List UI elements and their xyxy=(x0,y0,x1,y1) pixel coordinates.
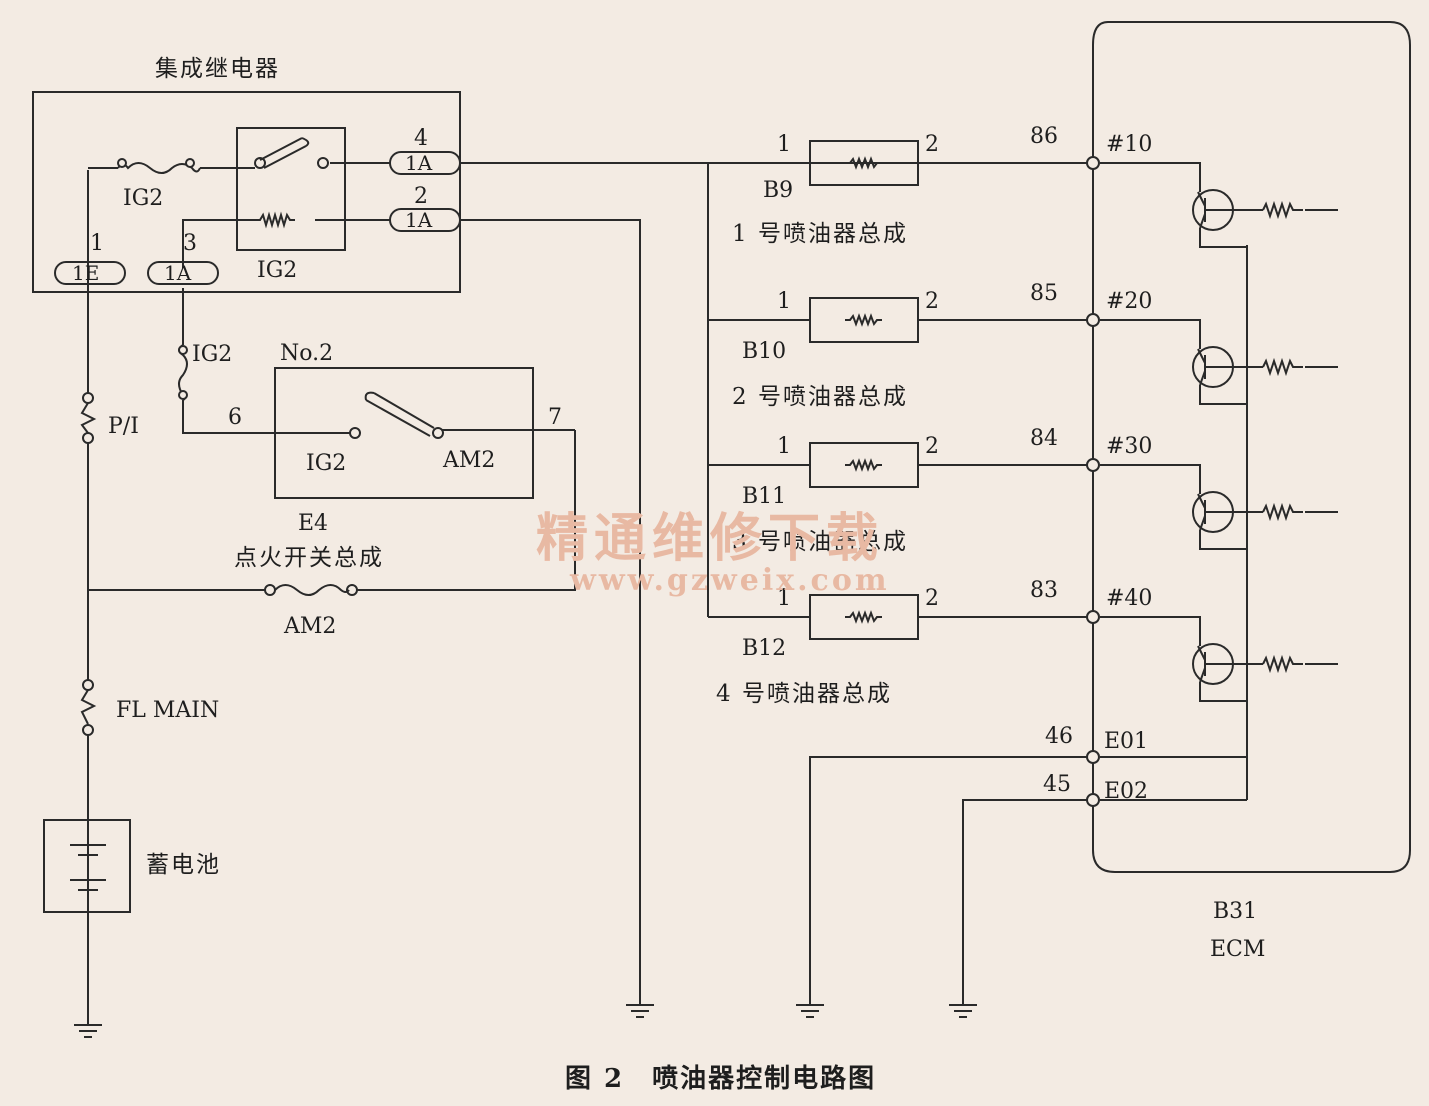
connector-1-label: 1E xyxy=(72,261,99,285)
connector-3 xyxy=(147,261,219,285)
injector-name: 3 号喷油器总成 xyxy=(732,529,908,555)
ecm-ground-2-terminal: E02 xyxy=(1104,779,1148,804)
ecm-node xyxy=(1086,313,1100,327)
injector-pin-right: 2 xyxy=(925,586,939,611)
figure-caption: 图 2 喷油器控制电路图 xyxy=(565,1063,876,1094)
ecm-injector-terminal: #40 xyxy=(1106,586,1152,611)
switch-top-label: No.2 xyxy=(280,341,333,366)
connector-4-label: 1A xyxy=(405,151,433,175)
injector-id: B11 xyxy=(742,484,786,509)
ground-e02 xyxy=(949,1004,977,1018)
injector-pin-right: 2 xyxy=(925,289,939,314)
ig2-relay-fuse xyxy=(117,162,201,174)
relay-pin-1: 1 xyxy=(90,231,104,256)
switch-pin-6: 6 xyxy=(228,405,242,430)
battery-label: 蓄电池 xyxy=(146,852,221,878)
ecm-ground-1-terminal: E01 xyxy=(1104,729,1148,754)
relay-fuse-label: IG2 xyxy=(123,186,163,211)
injector-coil xyxy=(845,156,882,170)
injector-id: B12 xyxy=(742,636,786,661)
fl-main-fuse xyxy=(80,689,97,725)
ecm-node-e01 xyxy=(1086,750,1100,764)
relay-pin-4: 4 xyxy=(414,126,428,151)
relay-coil-label: IG2 xyxy=(257,258,297,283)
relay-coil xyxy=(255,211,295,229)
ecm-node xyxy=(1086,458,1100,472)
injector-body xyxy=(809,594,919,640)
switch-name: 点火开关总成 xyxy=(234,545,384,571)
injector-pin-right: 2 xyxy=(925,132,939,157)
ecm-box xyxy=(1092,21,1411,873)
relay-pin-2: 2 xyxy=(414,184,428,209)
ignition-switch-box xyxy=(274,367,534,499)
relay-pin-3: 3 xyxy=(183,231,197,256)
injector-coil xyxy=(845,313,882,327)
injector-pin-left: 1 xyxy=(777,289,791,314)
ecm-injector-terminal: #30 xyxy=(1106,434,1152,459)
injector-body xyxy=(809,297,919,343)
ecm-injector-pin: 84 xyxy=(1030,426,1058,451)
injector-coil xyxy=(845,458,882,472)
injector-pin-left: 1 xyxy=(777,132,791,157)
ecm-injector-terminal: #20 xyxy=(1106,289,1152,314)
ecm-id: B31 xyxy=(1213,899,1257,924)
watermark-url: www.gzweix.com xyxy=(569,563,890,598)
connector-1 xyxy=(54,261,126,285)
injector-pin-right: 2 xyxy=(925,434,939,459)
switch-ig2-label: IG2 xyxy=(306,451,346,476)
ecm-injector-pin: 86 xyxy=(1030,124,1058,149)
am2-fuse-label: AM2 xyxy=(283,614,336,639)
ground-e01 xyxy=(796,1004,824,1018)
injector-row-1: 1 2B9 1 号喷油器总成 86 #10 xyxy=(732,124,1338,248)
ecm-injector-terminal: #10 xyxy=(1106,132,1152,157)
relay-title: 集成继电器 xyxy=(155,56,280,82)
switch-pin-7: 7 xyxy=(548,405,562,430)
injector-name: 4 号喷油器总成 xyxy=(716,681,892,707)
pi-fuse xyxy=(80,402,97,434)
switch-id: E4 xyxy=(298,511,328,536)
ig2-fuse-label: IG2 xyxy=(192,342,232,367)
ecm-injector-pin: 83 xyxy=(1030,578,1058,603)
injector-id: B10 xyxy=(742,339,786,364)
injector-pin-left: 1 xyxy=(777,434,791,459)
relay-box xyxy=(32,91,461,293)
switch-am2-label: AM2 xyxy=(442,448,495,473)
ecm-name: ECM xyxy=(1210,937,1265,962)
driver-resistor xyxy=(1262,502,1303,522)
ground-symbols xyxy=(74,1004,977,1038)
injector-body xyxy=(809,140,919,186)
battery-box xyxy=(43,819,131,913)
watermark-title: 精通维修下载 xyxy=(536,508,884,569)
connector-2-label: 1A xyxy=(405,208,433,232)
relay-switch-box xyxy=(236,127,346,251)
pi-fuse-label: P/I xyxy=(108,414,139,439)
connector-3-label: 1A xyxy=(164,261,192,285)
injector-coil xyxy=(845,610,882,624)
ecm-node xyxy=(1086,610,1100,624)
driver-resistor xyxy=(1262,357,1303,377)
ecm-node xyxy=(1086,156,1100,170)
injector-pin-left: 1 xyxy=(777,586,791,611)
driver-resistor xyxy=(1262,654,1303,674)
ground-relay xyxy=(626,1004,654,1018)
ecm-node-e02 xyxy=(1086,793,1100,807)
connector-4 xyxy=(389,151,461,175)
injector-name: 2 号喷油器总成 xyxy=(732,384,908,410)
injector-name: 1 号喷油器总成 xyxy=(732,221,908,247)
ecm-ground-2-pin: 45 xyxy=(1043,772,1071,797)
ecm-ground-1-pin: 46 xyxy=(1045,724,1073,749)
am2-fuse xyxy=(274,584,350,596)
injector-body xyxy=(809,442,919,488)
injector-id: B9 xyxy=(763,178,793,203)
ecm-injector-pin: 85 xyxy=(1030,281,1058,306)
fl-main-label: FL MAIN xyxy=(116,698,219,723)
driver-resistor xyxy=(1262,200,1303,220)
ground-battery xyxy=(74,1024,102,1038)
connector-2 xyxy=(389,208,461,232)
